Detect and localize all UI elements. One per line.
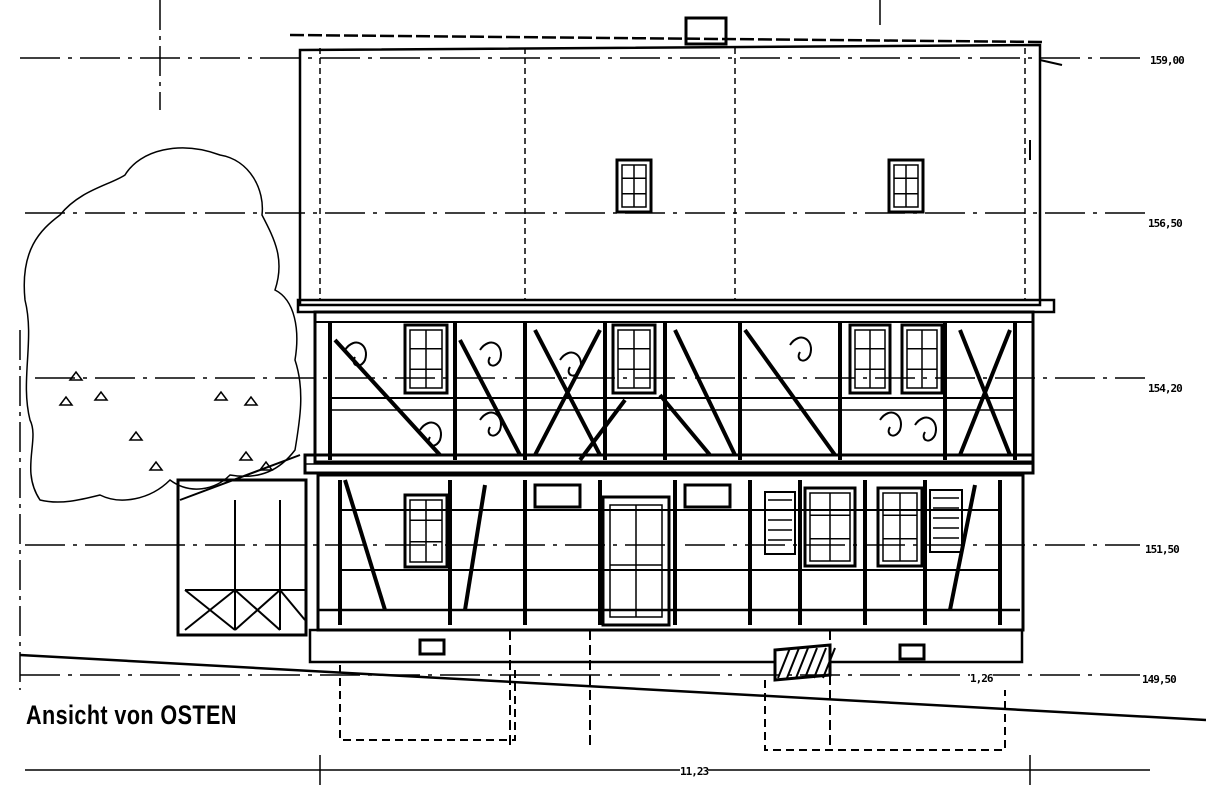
elevation-label-roof: 156,50	[1148, 217, 1183, 230]
carved-ornament	[789, 336, 812, 362]
brace	[333, 338, 442, 457]
brace	[958, 329, 1012, 456]
carved-ornament	[479, 341, 502, 367]
annex-cross	[184, 589, 236, 631]
upper-window	[611, 323, 657, 395]
door	[601, 495, 671, 627]
elevation-label-upper-floor: 154,20	[1148, 382, 1183, 395]
carved-ornament	[479, 411, 502, 437]
shutter	[929, 489, 963, 553]
ground-window	[803, 486, 857, 568]
leaf-mark	[243, 395, 259, 406]
ground-window	[876, 486, 924, 568]
hatch	[804, 647, 818, 679]
ground-line	[19, 653, 1206, 722]
total-width-label: 11,23	[680, 765, 709, 778]
cellar-opening	[898, 643, 926, 661]
upper-floor	[313, 310, 1035, 464]
roof-ridge	[289, 33, 1046, 44]
brace	[658, 393, 712, 457]
carved-ornament	[344, 341, 367, 367]
annex-cross	[279, 589, 306, 621]
cellar-opening	[418, 638, 446, 656]
upper-window	[848, 323, 892, 395]
leaf-mark	[213, 390, 229, 401]
upper-window	[900, 323, 944, 395]
leaf-mark	[68, 370, 84, 381]
chimney	[684, 16, 728, 46]
elevation-label-ridge: 159,00	[1150, 54, 1185, 67]
upper-window	[403, 323, 449, 395]
annex-roof	[179, 454, 301, 501]
annex	[176, 478, 308, 637]
hatch	[795, 647, 809, 679]
small-window	[533, 483, 582, 509]
plinth-height-label: 1,26	[970, 672, 993, 685]
gutter	[1039, 59, 1063, 66]
foundation-outline	[339, 665, 1006, 751]
elevation-label-ground-floor: 151,50	[1145, 543, 1180, 556]
leaf-mark	[58, 395, 74, 406]
brace	[458, 339, 522, 456]
plinth	[308, 628, 1024, 664]
leaf-mark	[93, 390, 109, 401]
roof	[298, 43, 1042, 307]
brace	[533, 329, 602, 456]
small-window	[683, 483, 732, 509]
brace	[743, 328, 837, 457]
carved-ornament	[879, 411, 902, 437]
hatch	[813, 647, 827, 679]
carved-ornament	[559, 351, 582, 377]
leaf-mark	[128, 430, 144, 441]
brace	[463, 484, 487, 611]
hatch	[777, 647, 791, 679]
roof-window	[887, 158, 925, 214]
brace	[578, 398, 627, 462]
roof-window	[615, 158, 653, 214]
carved-ornament	[419, 421, 442, 447]
drawing-title: Ansicht von OSTEN	[26, 700, 237, 730]
annex-cross	[234, 589, 281, 631]
tree-outline	[23, 147, 302, 503]
elevation-label-base: 149,50	[1142, 673, 1177, 686]
hatch	[786, 647, 800, 679]
ground-window	[403, 493, 449, 569]
brace	[673, 329, 737, 456]
shutter	[764, 491, 796, 555]
leaf-mark	[148, 460, 164, 471]
carved-ornament	[914, 416, 937, 442]
leaf-mark	[238, 450, 254, 461]
